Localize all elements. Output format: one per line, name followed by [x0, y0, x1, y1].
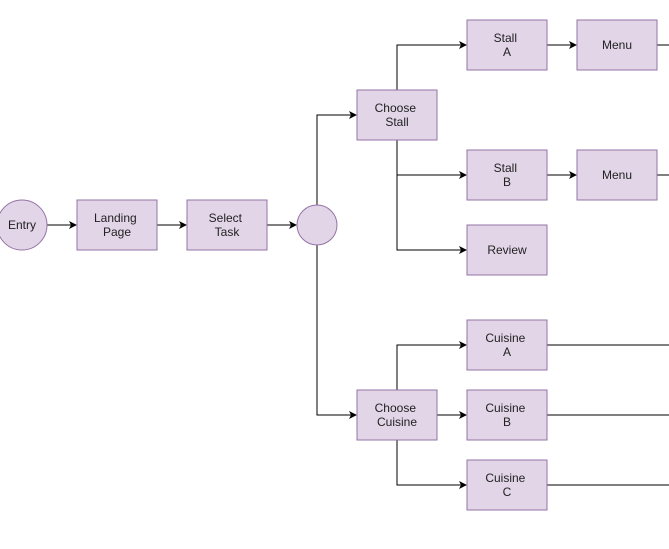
node-landing-page: Landing Page	[76, 199, 158, 251]
node-choose-cuisine: Choose Cuisine	[356, 389, 438, 441]
edge-junction-to-choose-cuisine	[316, 245, 357, 419]
svg-text:Cuisine C: Cuisine C	[485, 471, 528, 499]
node-junction	[296, 204, 338, 246]
node-stall-b: Stall B	[466, 149, 548, 201]
svg-text:Menu: Menu	[602, 38, 632, 52]
node-select-task: Select Task	[186, 199, 268, 251]
svg-text:Choose Cuisine: Choose Cuisine	[375, 401, 420, 429]
edge-choose-stall-to-stall-a	[396, 41, 467, 90]
node-menu-b: Menu	[576, 149, 658, 201]
svg-text:Stall A: Stall A	[494, 31, 521, 59]
edge-choose-cuisine-to-cuisine-c	[396, 440, 467, 489]
svg-text:Choose Stall: Choose Stall	[375, 101, 420, 129]
svg-text:Review: Review	[487, 243, 527, 257]
node-stall-a: Stall A	[466, 19, 548, 71]
edge-choose-stall-to-review	[396, 175, 467, 254]
node-entry: Entry	[0, 199, 48, 251]
svg-text:Cuisine A: Cuisine A	[485, 331, 528, 359]
node-cuisine-a: Cuisine A	[466, 319, 548, 371]
edge-junction-to-choose-stall	[316, 111, 357, 205]
svg-text:Menu: Menu	[602, 168, 632, 182]
svg-text:Cuisine B: Cuisine B	[485, 401, 528, 429]
node-cuisine-b: Cuisine B	[466, 389, 548, 441]
node-review: Review	[466, 224, 548, 276]
edge-choose-stall-to-stall-b	[396, 140, 467, 179]
node-choose-stall: Choose Stall	[356, 89, 438, 141]
node-cuisine-c: Cuisine C	[466, 459, 548, 511]
node-menu-a: Menu	[576, 19, 658, 71]
edge-choose-cuisine-to-cuisine-a	[396, 341, 467, 390]
svg-text:Select Task: Select Task	[209, 211, 246, 239]
svg-text:Landing Page: Landing Page	[94, 211, 140, 239]
svg-text:Stall B: Stall B	[494, 161, 521, 189]
svg-text:Entry: Entry	[8, 218, 36, 232]
